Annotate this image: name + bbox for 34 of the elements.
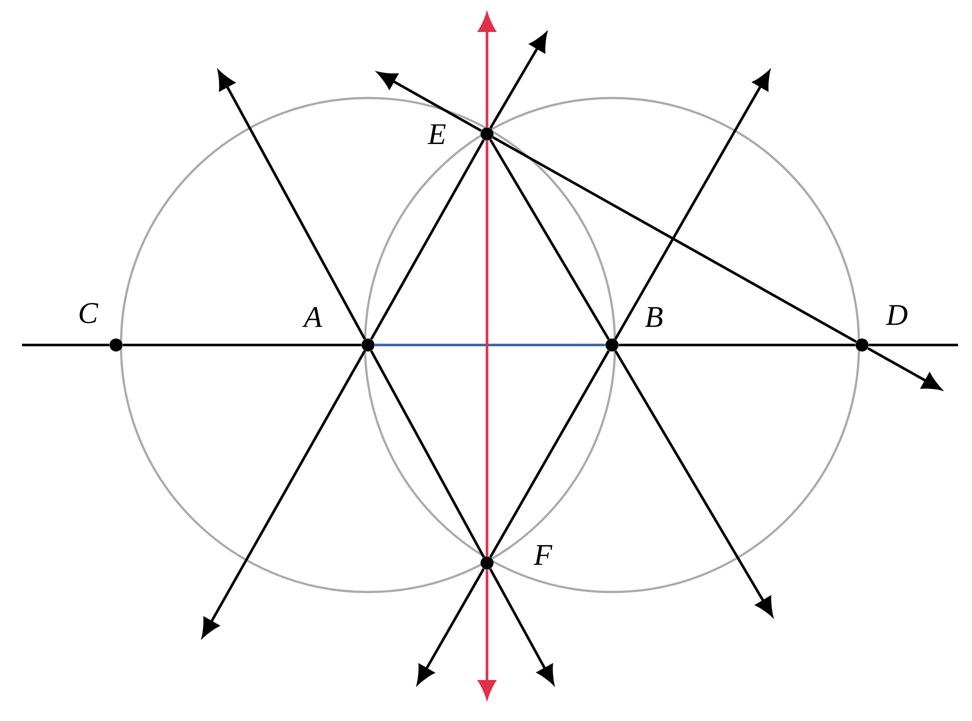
arrow	[478, 570, 496, 699]
line	[489, 139, 610, 340]
arrow	[478, 13, 496, 128]
line	[618, 344, 856, 346]
node-label: B	[645, 307, 663, 327]
line	[370, 139, 485, 340]
arrow	[378, 72, 482, 132]
arrow	[202, 350, 366, 638]
arrow	[614, 70, 770, 340]
arrow	[867, 347, 942, 390]
line	[489, 350, 610, 558]
arrow	[218, 70, 366, 340]
arrow	[489, 32, 548, 129]
node-label: C	[80, 303, 98, 324]
node-label: D	[886, 305, 908, 325]
line	[868, 344, 958, 346]
line	[486, 140, 488, 556]
point: F	[480, 545, 552, 570]
point: B	[606, 307, 663, 352]
arrow	[489, 568, 554, 684]
line	[492, 136, 857, 343]
point: D	[856, 305, 908, 352]
arrow	[614, 350, 774, 616]
line	[374, 344, 606, 346]
line	[122, 344, 362, 346]
node-label: E	[428, 124, 446, 144]
point: C	[80, 303, 122, 352]
node-label: F	[534, 545, 552, 565]
line	[22, 344, 110, 346]
node-label: A	[302, 307, 322, 327]
point: E	[428, 124, 494, 144]
point: A	[302, 307, 374, 352]
line	[370, 350, 485, 558]
arrow	[416, 568, 485, 684]
